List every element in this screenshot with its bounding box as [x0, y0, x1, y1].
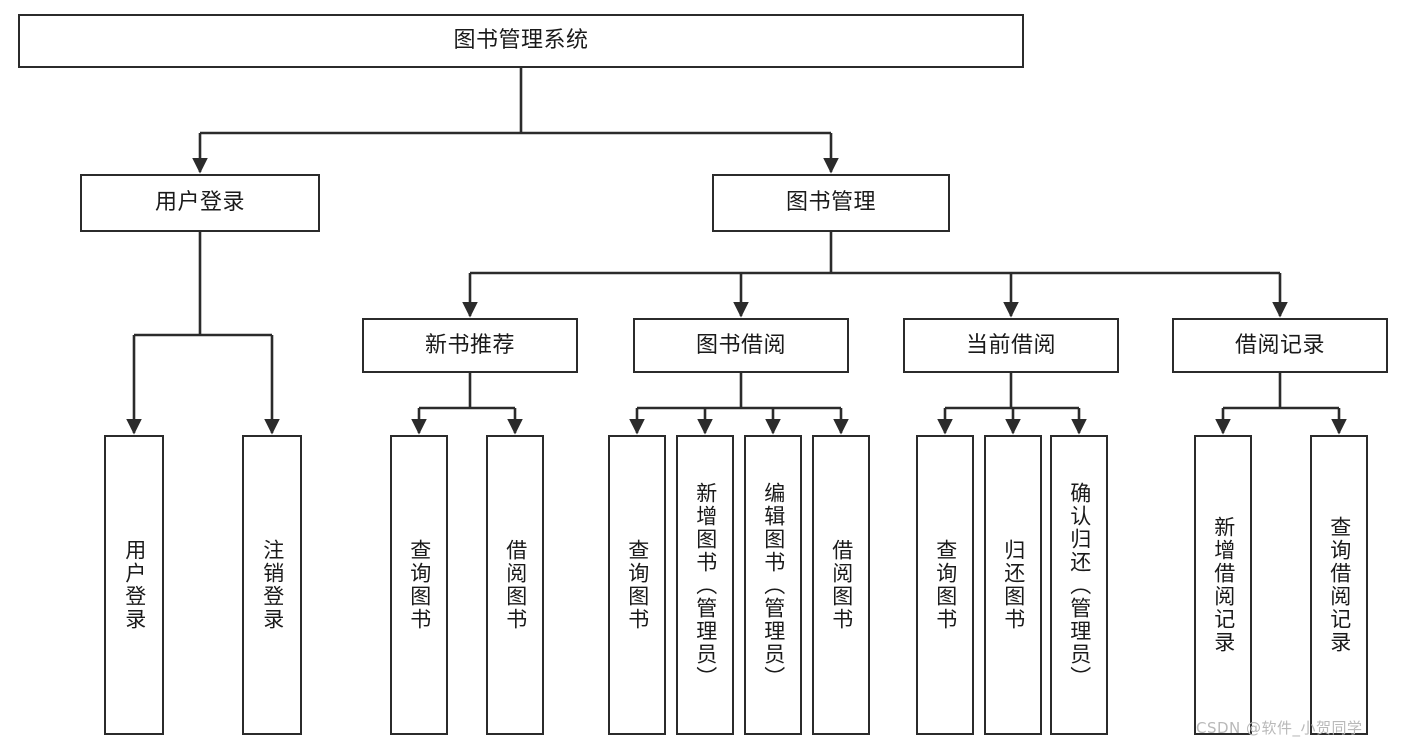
node-book-borrow[interactable]: 图书借阅 — [633, 318, 849, 373]
node-label: 新增图书（管理员） — [693, 481, 718, 689]
node-leaf-user-logout[interactable]: 注销登录 — [242, 435, 302, 735]
node-label: 借阅记录 — [1234, 332, 1325, 358]
node-label: 查询图书 — [625, 539, 650, 631]
node-root[interactable]: 图书管理系统 — [18, 14, 1024, 68]
node-label: 图书管理系统 — [453, 28, 589, 53]
node-label: 查询借阅记录 — [1327, 516, 1352, 654]
node-user-login[interactable]: 用户登录 — [80, 174, 320, 232]
node-leaf-query-record[interactable]: 查询借阅记录 — [1310, 435, 1368, 735]
node-book-manage[interactable]: 图书管理 — [712, 174, 950, 232]
node-current-borrow[interactable]: 当前借阅 — [903, 318, 1119, 373]
watermark: CSDN @软件_小贺同学 — [1196, 719, 1363, 737]
node-leaf-return-book[interactable]: 归还图书 — [984, 435, 1042, 735]
node-label: 用户登录 — [122, 539, 147, 631]
node-leaf-confirm-return[interactable]: 确认归还（管理员） — [1050, 435, 1108, 735]
node-label: 图书管理 — [785, 190, 876, 215]
node-label: 用户登录 — [154, 190, 245, 215]
node-leaf-add-record[interactable]: 新增借阅记录 — [1194, 435, 1252, 735]
node-label: 新书推荐 — [424, 332, 515, 358]
node-label: 查询图书 — [933, 539, 958, 631]
node-label: 图书借阅 — [695, 332, 786, 358]
node-label: 借阅图书 — [503, 539, 528, 631]
node-leaf-user-login[interactable]: 用户登录 — [104, 435, 164, 735]
node-label: 借阅图书 — [829, 539, 854, 631]
node-leaf-edit-book[interactable]: 编辑图书（管理员） — [744, 435, 802, 735]
node-leaf-borrow-book-2[interactable]: 借阅图书 — [812, 435, 870, 735]
node-label: 新增借阅记录 — [1211, 516, 1236, 654]
node-label: 注销登录 — [260, 539, 285, 631]
node-leaf-query-book-2[interactable]: 查询图书 — [608, 435, 666, 735]
node-leaf-borrow-book-1[interactable]: 借阅图书 — [486, 435, 544, 735]
node-label: 当前借阅 — [965, 332, 1056, 358]
node-label: 查询图书 — [407, 539, 432, 631]
node-label: 归还图书 — [1001, 539, 1026, 631]
node-label: 确认归还（管理员） — [1067, 481, 1092, 689]
node-new-book-rec[interactable]: 新书推荐 — [362, 318, 578, 373]
node-leaf-query-book-1[interactable]: 查询图书 — [390, 435, 448, 735]
node-borrow-record[interactable]: 借阅记录 — [1172, 318, 1388, 373]
node-leaf-add-book[interactable]: 新增图书（管理员） — [676, 435, 734, 735]
node-label: 编辑图书（管理员） — [761, 481, 786, 689]
node-leaf-query-book-3[interactable]: 查询图书 — [916, 435, 974, 735]
